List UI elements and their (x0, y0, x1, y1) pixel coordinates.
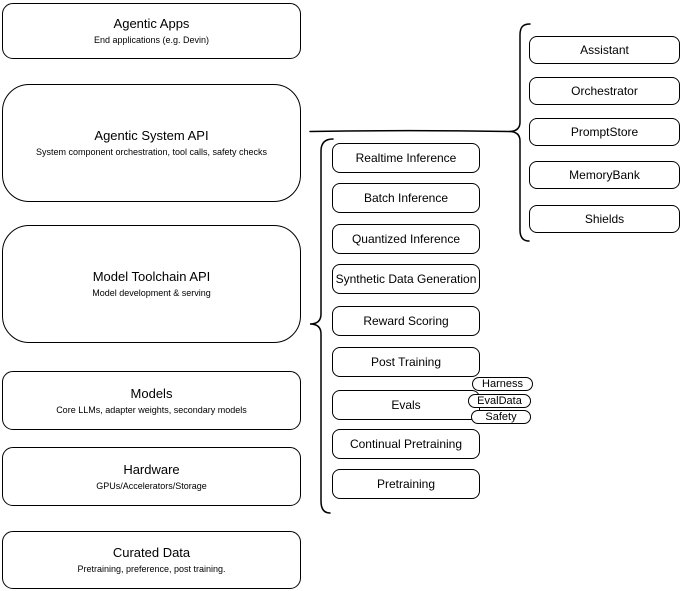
node-label: Batch Inference (363, 191, 449, 205)
node-realtime-inference: Realtime Inference (332, 143, 480, 173)
node-title: Agentic Apps (113, 16, 190, 31)
badge-harness: Harness (472, 377, 533, 391)
node-label: Shields (584, 212, 625, 226)
badge-safety: Safety (471, 410, 531, 424)
node-title: Model Toolchain API (92, 269, 211, 284)
node-hardware: Hardware GPUs/Accelerators/Storage (2, 447, 301, 506)
node-label: Assistant (580, 43, 629, 57)
node-label: PromptStore (570, 125, 639, 139)
node-post-training: Post Training (332, 347, 480, 377)
node-title: Hardware (123, 461, 180, 477)
node-label: Quantized Inference (351, 232, 461, 246)
badge-label: EvalData (477, 394, 522, 407)
node-evals: Evals (332, 390, 480, 420)
node-label: Realtime Inference (355, 151, 457, 165)
node-orchestrator: Orchestrator (529, 77, 680, 105)
node-continual-pretraining: Continual Pretraining (332, 429, 480, 459)
badge-evaldata: EvalData (468, 394, 531, 408)
node-label: Synthetic Data Generation (335, 272, 477, 286)
node-curated-data: Curated Data Pretraining, preference, po… (2, 531, 301, 589)
node-label: Evals (391, 398, 421, 412)
badge-label: Harness (482, 377, 523, 390)
node-subtitle: GPUs/Accelerators/Storage (96, 480, 207, 491)
node-quantized-inference: Quantized Inference (332, 224, 480, 254)
node-label: Continual Pretraining (349, 437, 463, 451)
node-promptstore: PromptStore (529, 118, 680, 146)
node-pretraining: Pretraining (332, 469, 480, 499)
node-title: Agentic System API (94, 128, 209, 143)
node-synthetic-data-generation: Synthetic Data Generation (332, 264, 480, 294)
node-shields: Shields (529, 205, 680, 233)
bracket-system-group (508, 23, 531, 242)
node-subtitle: Pretraining, preference, post training. (77, 564, 226, 574)
node-title: Curated Data (112, 545, 191, 560)
node-label: Post Training (370, 355, 442, 369)
node-model-toolchain-api: Model Toolchain API Model development & … (2, 225, 301, 343)
node-label: MemoryBank (569, 168, 640, 182)
node-batch-inference: Batch Inference (332, 183, 480, 213)
node-label: Reward Scoring (363, 314, 449, 328)
node-agentic-system-api: Agentic System API System component orch… (2, 84, 301, 202)
node-title: Models (130, 385, 173, 401)
node-subtitle: Model development & serving (92, 288, 211, 298)
node-label: Orchestrator (571, 84, 638, 98)
node-assistant: Assistant (529, 36, 680, 64)
node-models: Models Core LLMs, adapter weights, secon… (2, 371, 301, 430)
connector-api-to-system-group (309, 130, 510, 133)
node-agentic-apps: Agentic Apps End applications (e.g. Devi… (2, 3, 301, 59)
node-reward-scoring: Reward Scoring (332, 306, 480, 336)
badge-label: Safety (485, 410, 517, 423)
node-subtitle: End applications (e.g. Devin) (93, 35, 210, 45)
node-label: Pretraining (376, 477, 436, 491)
node-subtitle: Core LLMs, adapter weights, secondary mo… (56, 404, 247, 415)
node-subtitle: System component orchestration, tool cal… (35, 147, 268, 157)
bracket-toolchain-group (309, 138, 334, 514)
node-memorybank: MemoryBank (529, 161, 680, 189)
